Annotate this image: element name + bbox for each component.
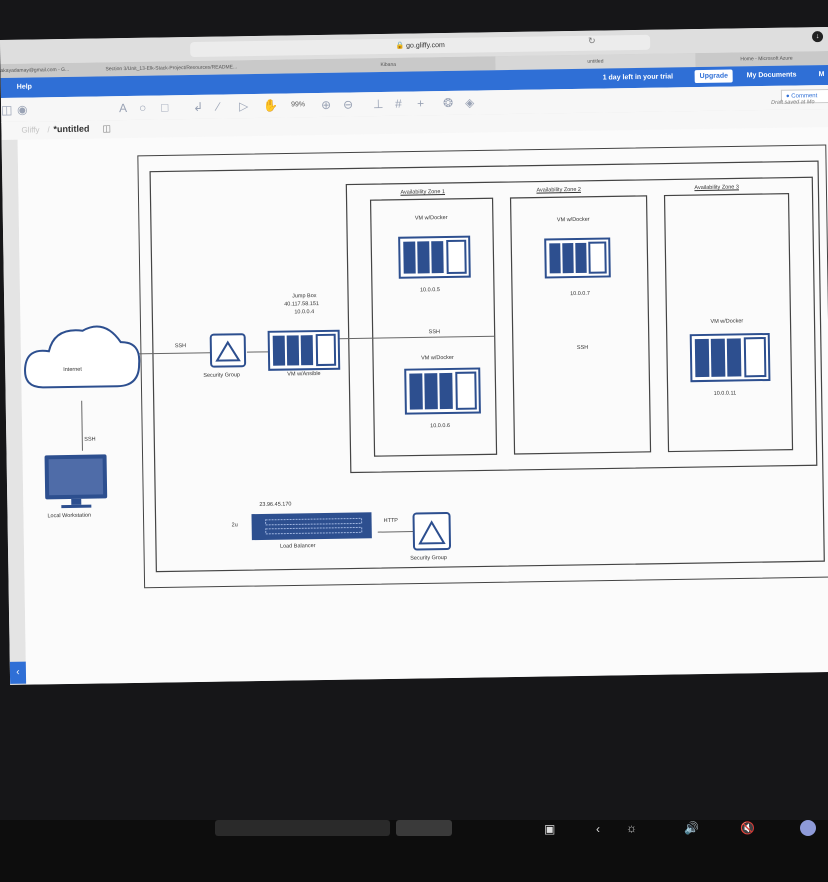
ssh-label: SSH — [174, 343, 187, 350]
rectangle-tool-icon[interactable]: □ — [160, 100, 169, 115]
outer-frame — [137, 144, 828, 589]
theme-icon[interactable]: ❂ — [442, 95, 454, 111]
touch-bar-button[interactable] — [396, 820, 452, 836]
screenshot-icon[interactable]: ▣ — [544, 822, 556, 836]
hand-tool-icon[interactable]: ✋ — [262, 98, 279, 113]
text-tool-icon[interactable]: A — [118, 101, 128, 116]
zone1-box — [369, 197, 498, 457]
http-label: HTTP — [383, 517, 399, 525]
url-text: go.gliffy.com — [406, 42, 445, 50]
download-icon[interactable]: ↓ — [811, 31, 824, 43]
server-icon — [398, 235, 471, 279]
load-balancer-ip: 23.96.45.170 — [259, 501, 292, 508]
jumpbox-vm-label: VM w/Ansible — [287, 371, 321, 378]
cloud-icon — [24, 325, 141, 389]
connector-jumpbox-zone1 — [338, 335, 495, 340]
security-group-label: Security Group — [203, 372, 241, 379]
align-icon[interactable]: ⊥ — [372, 96, 384, 112]
browser-tab-azure[interactable]: Home - Microsoft Azure — [740, 55, 793, 63]
ssh-label: SSH — [428, 329, 441, 336]
lock-icon: 🔒 — [395, 42, 405, 50]
zoom-level[interactable]: 99% — [291, 101, 306, 109]
browser-tab-kibana[interactable]: Kibana — [380, 61, 397, 69]
add-icon[interactable]: + — [416, 96, 425, 111]
draft-status: Draft saved at Mo — [771, 99, 815, 106]
availability-set-box — [345, 176, 818, 474]
ssh-label: SSH — [576, 344, 589, 351]
ellipse-tool-icon[interactable]: ○ — [138, 100, 147, 115]
upgrade-button[interactable]: Upgrade — [694, 69, 734, 84]
trial-notice: 1 day left in your trial — [602, 73, 674, 82]
lock-icon: ◫ — [102, 123, 111, 134]
zone1-title: Availability Zone 1 — [400, 189, 446, 196]
layer-stack-icon[interactable]: ◈ — [464, 95, 475, 110]
rack-unit-label: 2u — [231, 522, 238, 529]
diagram-canvas[interactable]: Internet SSH Local Workstation SSH Secur… — [17, 126, 828, 685]
jumpbox-public-ip: 40.117.58.151 — [284, 301, 319, 308]
ssh-label: SSH — [84, 436, 96, 443]
vm-docker-label: VM w/Docker — [710, 318, 744, 325]
connector-lb-sg — [377, 531, 414, 533]
server-icon — [689, 332, 771, 383]
security-group-label: Security Group — [410, 555, 447, 562]
document-title[interactable]: *untitled — [53, 123, 90, 135]
line-tool-icon[interactable]: ∕ — [216, 99, 220, 114]
chevron-left-icon[interactable]: ‹ — [596, 822, 600, 836]
shapes-icon[interactable]: ◫ — [0, 102, 13, 117]
breadcrumb-separator: / — [47, 125, 50, 135]
jumpbox-title: Jump Box — [292, 293, 317, 300]
vm-docker-label: VM w/Docker — [414, 214, 448, 222]
zone3-title: Availability Zone 3 — [694, 184, 740, 192]
server-icon — [267, 329, 341, 371]
network-diagram — [24, 144, 828, 589]
collapse-panel-button[interactable]: ‹ — [9, 661, 27, 684]
vm-ip-label: 10.0.0.6 — [430, 422, 451, 430]
siri-icon[interactable] — [800, 820, 816, 836]
zoom-in-icon[interactable]: ⊕ — [320, 97, 332, 112]
breadcrumb-root[interactable]: Gliffy — [21, 125, 40, 135]
zone3-box — [663, 193, 794, 453]
firewall-icon — [209, 333, 247, 368]
volume-icon[interactable]: 🔊 — [684, 821, 699, 835]
url-bar[interactable]: 🔒 go.gliffy.com — [190, 34, 651, 58]
vm-docker-label: VM w/Docker — [556, 216, 590, 224]
grid-icon[interactable]: # — [394, 96, 402, 111]
monitor-screen: 🔒 go.gliffy.com ↻ ↓ akayadamay@gmail.com… — [0, 26, 828, 685]
vm-ip-label: 10.0.0.7 — [570, 290, 590, 298]
load-balancer-icon — [251, 512, 372, 541]
zone2-box — [509, 195, 652, 455]
touch-bar: ▣ ‹ ☼ 🔊 🔇 — [0, 820, 828, 882]
menu-help[interactable]: Help — [16, 83, 32, 91]
server-icon — [404, 367, 481, 415]
my-documents-button[interactable]: My Documents — [746, 71, 797, 80]
jumpbox-private-ip: 10.0.0.4 — [294, 309, 315, 316]
local-workstation-label: Local Workstation — [47, 512, 92, 520]
vm-docker-label: VM w/Docker — [421, 354, 454, 362]
reload-icon[interactable]: ↻ — [588, 35, 596, 46]
touch-bar-slider[interactable] — [215, 820, 390, 836]
more-menu-button[interactable]: M — [818, 71, 825, 79]
pointer-tool-icon[interactable]: ▷ — [238, 99, 249, 114]
layers-icon[interactable]: ◉ — [16, 102, 28, 117]
connector-internet-workstation — [81, 400, 83, 451]
vnet-box — [149, 160, 825, 573]
zoom-out-icon[interactable]: ⊖ — [342, 97, 354, 112]
connector-tool-icon[interactable]: ↲ — [192, 99, 204, 114]
brightness-icon[interactable]: ☼ — [626, 821, 637, 835]
internet-label: Internet — [63, 366, 82, 374]
server-icon — [544, 237, 611, 279]
load-balancer-label: Load Balancer — [279, 543, 316, 550]
zone2-title: Availability Zone 2 — [536, 186, 582, 194]
vm-ip-label: 10.0.0.11 — [713, 390, 737, 397]
vm-ip-label: 10.0.0.5 — [419, 287, 440, 294]
mute-icon[interactable]: 🔇 — [740, 821, 755, 835]
